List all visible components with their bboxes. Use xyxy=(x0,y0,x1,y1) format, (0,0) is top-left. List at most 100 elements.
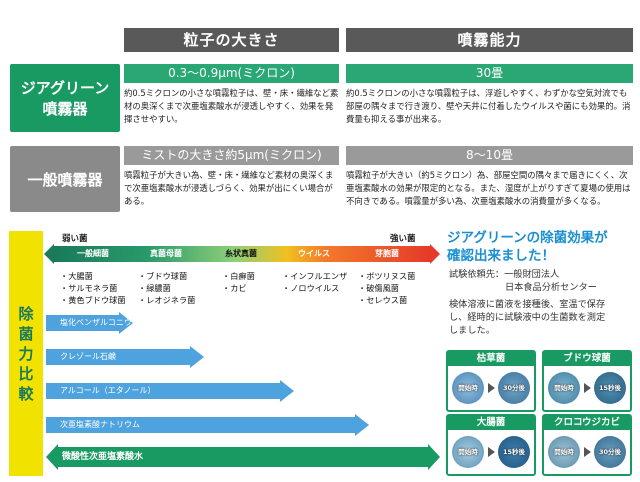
agent-arrow-head xyxy=(190,346,204,368)
result-aspergillus-niger: クロコウジカビ 開始時 30分後 xyxy=(542,414,632,476)
start-label: 開始時 xyxy=(458,448,478,456)
agent-arrow-sodium-hypochlorite: 次亜塩素酸ナトリウム xyxy=(46,414,369,436)
bacteria-item: ・ボツリヌス菌 xyxy=(358,271,416,281)
start-label: 開始時 xyxy=(458,384,478,392)
test-description-line2: し、経時的に試験液中の生菌数を測定 xyxy=(449,312,606,323)
agent-arrow-alcohol: アルコール（エタノール） xyxy=(46,380,294,402)
bacteria-list-yeast: ・ブドウ球菌 ・緑膿菌 ・レオジネラ菌 xyxy=(138,270,195,306)
test-source-line2: 日本食品分析センター xyxy=(505,282,597,293)
category-spore-bacteria: 芽胞菌 xyxy=(375,249,399,258)
agent-arrow-shaft xyxy=(46,383,280,399)
result-name: ブドウ球菌 xyxy=(544,352,630,366)
arrow-right-icon xyxy=(488,383,495,393)
general-size-text: 噴霧粒子が大きい為、壁・床・繊維など素材の奥深くまで次亜塩素酸水が浸透しづらく、… xyxy=(124,170,334,207)
test-description-line3: しました。 xyxy=(449,325,495,336)
scale-left-arrowhead xyxy=(44,244,54,264)
general-spray-text: 噴霧粒子が大きい（約5ミクロン）為、部屋空間の隅々まで届きにくく、次亜塩素酸水の… xyxy=(346,170,631,207)
category-virus: ウイルス xyxy=(298,249,330,258)
category-general-bacteria: 一般細菌 xyxy=(77,249,109,258)
bacteria-list-general: ・大腸菌 ・サルモネラ菌 ・黄色ブドウ球菌 xyxy=(60,270,126,306)
agent-label: 微酸性次亜塩素酸水 xyxy=(62,452,144,462)
after-time-label: 30分後 xyxy=(598,448,622,456)
agent-arrow-hypochlorous-acid-water: 微酸性次亜塩素酸水 xyxy=(46,444,440,470)
after-time-label: 30分後 xyxy=(502,384,526,392)
side-title-char: 菌 xyxy=(18,324,34,343)
bacteria-item: ・セレウス菌 xyxy=(358,295,408,305)
arrow-right-icon xyxy=(584,383,591,393)
bacteria-item: ・インフルエンザ xyxy=(282,271,348,281)
arrow-right-icon xyxy=(584,447,591,457)
agent-arrow-cresol-soap: クレゾール石鹸 xyxy=(46,346,204,368)
bacteria-item: ・ブドウ球菌 xyxy=(138,271,188,281)
side-title-char: 除 xyxy=(18,304,34,323)
jiagreen-spray-subhead: 30畳 xyxy=(346,64,633,83)
agent-arrow-shaft xyxy=(46,349,190,365)
agent-label: アルコール（エタノール） xyxy=(60,386,156,395)
bacteria-item: ・ノロウイルス xyxy=(282,283,340,293)
start-sample-circle xyxy=(452,436,484,468)
test-description: 検体溶液に菌液を接種後、室温で保存 し、経時的に試験液中の生菌数を測定 しました… xyxy=(449,298,605,337)
results-title: ジアグリーンの除菌効果が 確認出来ました！ xyxy=(447,229,637,265)
side-title-char: 比 xyxy=(18,364,34,383)
disinfectant-effectiveness-arrows: 塩化ベンザルコニウム クレゾール石鹸 アルコール（エタノール） 次亜塩素酸ナトリ… xyxy=(46,312,440,472)
results-title-line1: ジアグリーンの除菌効果が xyxy=(447,230,608,246)
agent-arrow-shaft xyxy=(46,315,119,331)
general-spray-subhead: 8～10畳 xyxy=(346,146,633,165)
test-source-line1: 試験依頼先：一般財団法人 xyxy=(449,269,560,280)
after-sample-circle xyxy=(594,436,626,468)
scale-right-arrowhead xyxy=(430,244,440,264)
bacteria-item: ・黄色ブドウ球菌 xyxy=(60,295,126,305)
general-size-subhead: ミストの大きさ約5μm(ミクロン) xyxy=(124,146,339,165)
result-name: 枯草菌 xyxy=(448,352,534,366)
row-label-general-sprayer: 一般噴霧器 xyxy=(10,146,120,212)
agent-label: 塩化ベンザルコニウム xyxy=(60,318,132,345)
result-staphylococcus: ブドウ球菌 開始時 15秒後 xyxy=(542,350,632,412)
agent-label: 次亜塩素酸ナトリウム xyxy=(60,420,140,429)
row-label-line2: 噴霧器 xyxy=(42,100,88,118)
arrow-right-icon xyxy=(488,447,495,457)
result-bacillus-subtilis: 枯草菌 開始時 30分後 xyxy=(446,350,536,412)
bacteria-item: ・レオジネラ菌 xyxy=(138,295,196,305)
result-name: 大腸菌 xyxy=(448,416,534,430)
agent-label: クレゾール石鹸 xyxy=(60,352,116,361)
bacteria-item: ・サルモネラ菌 xyxy=(60,283,118,293)
after-sample-circle xyxy=(498,372,530,404)
agent-arrow-head xyxy=(355,414,369,436)
jiagreen-size-text: 約0.5ミクロンの小さな噴霧粒子は、壁・床・繊維など素材の奥深くまで次亜塩素酸水… xyxy=(124,88,339,125)
bacteria-list-virus: ・インフルエンザ ・ノロウイルス xyxy=(282,270,347,294)
bacteria-strength-scale xyxy=(44,244,440,264)
side-title-char: 較 xyxy=(18,384,34,403)
start-label: 開始時 xyxy=(554,384,574,392)
bacteria-list-spore: ・ボツリヌス菌 ・破傷風菌 ・セレウス菌 xyxy=(358,270,415,306)
strong-bacteria-label: 強い菌 xyxy=(390,234,416,244)
after-sample-circle xyxy=(498,436,530,468)
weak-bacteria-label: 弱い菌 xyxy=(62,234,88,244)
agent-arrow-head xyxy=(280,380,294,402)
test-description-line1: 検体溶液に菌液を接種後、室温で保存 xyxy=(449,299,606,310)
start-label: 開始時 xyxy=(554,448,574,456)
sterilization-comparison-side-title: 除 菌 力 比 較 xyxy=(9,231,43,476)
bacteria-item: ・カビ xyxy=(222,283,247,293)
result-name: クロコウジカビ xyxy=(544,416,630,430)
result-e-coli: 大腸菌 開始時 15秒後 xyxy=(446,414,536,476)
column-header-spray-capacity: 噴霧能力 xyxy=(346,28,633,52)
agent-arrow-benzalkonium: 塩化ベンザルコニウム xyxy=(46,312,133,345)
category-yeast: 真菌母菌 xyxy=(150,249,182,258)
scale-gradient-bar xyxy=(54,246,430,262)
jiagreen-spray-text: 約0.5ミクロンの小さな噴霧粒子は、浮遊しやすく、わずかな空気対流でも部屋の隅々… xyxy=(346,88,631,125)
side-title-char: 力 xyxy=(18,344,34,363)
row-label-line1: ジアグリーン xyxy=(20,79,110,97)
agent-arrow-head xyxy=(428,444,440,470)
bacteria-item: ・大腸菌 xyxy=(60,271,93,281)
agent-arrow-shaft xyxy=(46,417,355,433)
after-time-label: 15秒後 xyxy=(598,384,622,392)
bacteria-item: ・緑膿菌 xyxy=(138,283,171,293)
start-sample-circle xyxy=(548,372,580,404)
test-source: 試験依頼先：一般財団法人 日本食品分析センター xyxy=(449,268,597,294)
column-header-particle-size: 粒子の大きさ xyxy=(124,28,339,52)
row-label-line1: 一般噴霧器 xyxy=(27,170,103,189)
start-sample-circle xyxy=(548,436,580,468)
agent-arrow-left-head xyxy=(46,444,58,470)
row-label-jiagreen: ジアグリーン 噴霧器 xyxy=(10,64,120,132)
bacteria-item: ・白癬菌 xyxy=(222,271,255,281)
